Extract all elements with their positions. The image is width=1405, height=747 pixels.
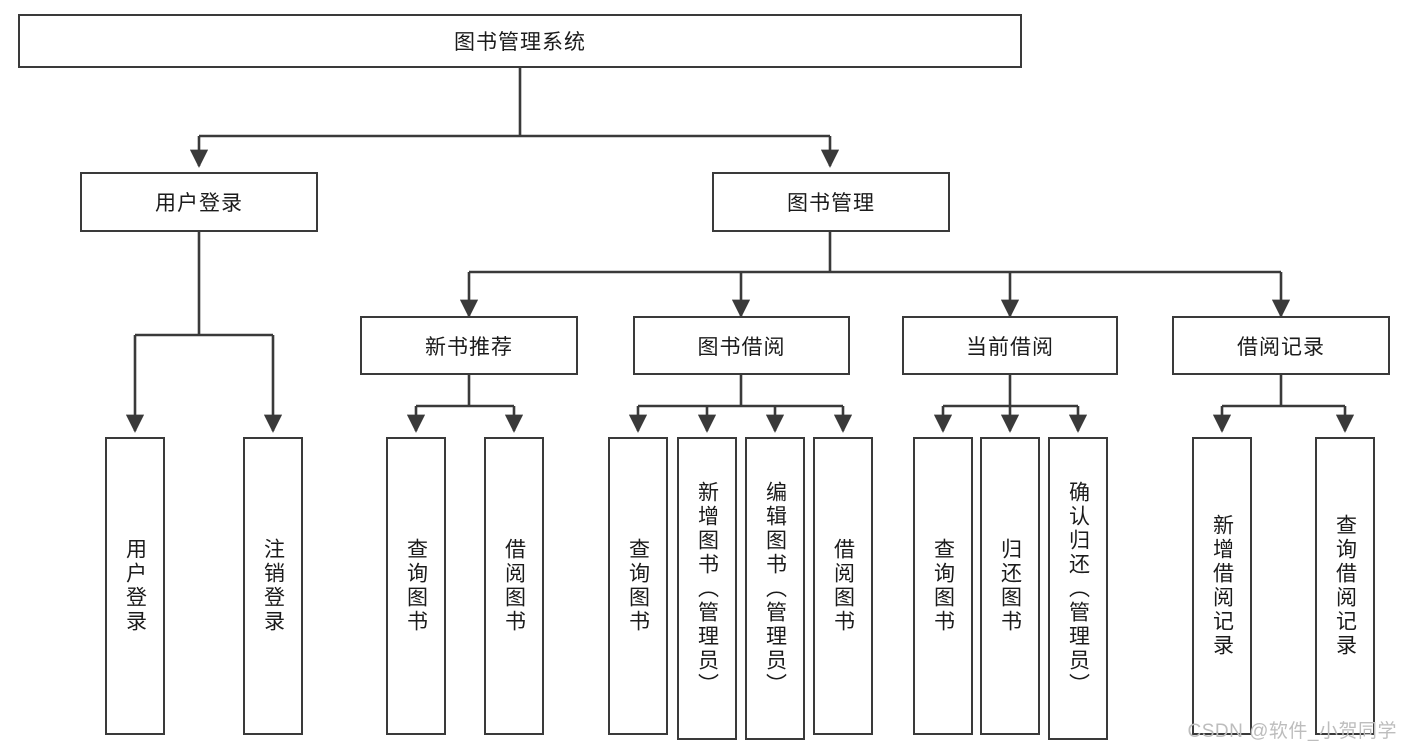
node-leaf-query-record-label: 查询借阅记录: [1333, 514, 1357, 658]
node-leaf-query-book-3[interactable]: 查询图书: [913, 437, 973, 735]
node-leaf-user-login[interactable]: 用户登录: [105, 437, 165, 735]
node-leaf-query-record[interactable]: 查询借阅记录: [1315, 437, 1375, 735]
node-leaf-query-book-2-label: 查询图书: [626, 538, 650, 634]
node-leaf-edit-book-label: 编辑图书（管理员）: [763, 480, 787, 697]
node-leaf-return-book-label: 归还图书: [998, 538, 1022, 634]
watermark: CSDN @软件_小贺同学: [1187, 721, 1397, 742]
node-user-login-label: 用户登录: [155, 192, 243, 215]
node-leaf-query-book-3-label: 查询图书: [931, 538, 955, 634]
node-leaf-borrow-book-1[interactable]: 借阅图书: [484, 437, 544, 735]
node-leaf-add-book[interactable]: 新增图书（管理员）: [677, 437, 737, 740]
node-leaf-add-record[interactable]: 新增借阅记录: [1192, 437, 1252, 735]
node-new-book-recommend[interactable]: 新书推荐: [360, 316, 578, 375]
node-leaf-add-book-label: 新增图书（管理员）: [695, 480, 719, 697]
node-book-borrow-label: 图书借阅: [697, 335, 786, 359]
node-book-borrow[interactable]: 图书借阅: [633, 316, 850, 375]
node-leaf-borrow-book-2[interactable]: 借阅图书: [813, 437, 873, 735]
node-new-book-recommend-label: 新书推荐: [425, 335, 513, 359]
node-borrow-record-label: 借阅记录: [1237, 335, 1325, 359]
node-root[interactable]: 图书管理系统: [18, 14, 1022, 68]
node-leaf-return-book[interactable]: 归还图书: [980, 437, 1040, 735]
node-leaf-confirm-return[interactable]: 确认归还（管理员）: [1048, 437, 1108, 740]
node-leaf-query-book-1-label: 查询图书: [404, 538, 428, 634]
node-borrow-record[interactable]: 借阅记录: [1172, 316, 1390, 375]
node-leaf-add-record-label: 新增借阅记录: [1210, 514, 1234, 658]
node-leaf-borrow-book-1-label: 借阅图书: [502, 538, 526, 634]
node-book-management[interactable]: 图书管理: [712, 172, 950, 232]
node-leaf-borrow-book-2-label: 借阅图书: [831, 538, 855, 634]
node-leaf-user-logout[interactable]: 注销登录: [243, 437, 303, 735]
node-leaf-query-book-1[interactable]: 查询图书: [386, 437, 446, 735]
node-leaf-user-login-label: 用户登录: [123, 538, 147, 634]
node-book-management-label: 图书管理: [787, 192, 875, 215]
node-leaf-confirm-return-label: 确认归还（管理员）: [1066, 480, 1090, 697]
node-current-borrow[interactable]: 当前借阅: [902, 316, 1118, 375]
node-root-label: 图书管理系统: [454, 31, 586, 54]
node-current-borrow-label: 当前借阅: [966, 335, 1054, 359]
node-user-login[interactable]: 用户登录: [80, 172, 318, 232]
node-leaf-user-logout-label: 注销登录: [261, 538, 285, 634]
node-leaf-edit-book[interactable]: 编辑图书（管理员）: [745, 437, 805, 740]
node-leaf-query-book-2[interactable]: 查询图书: [608, 437, 668, 735]
